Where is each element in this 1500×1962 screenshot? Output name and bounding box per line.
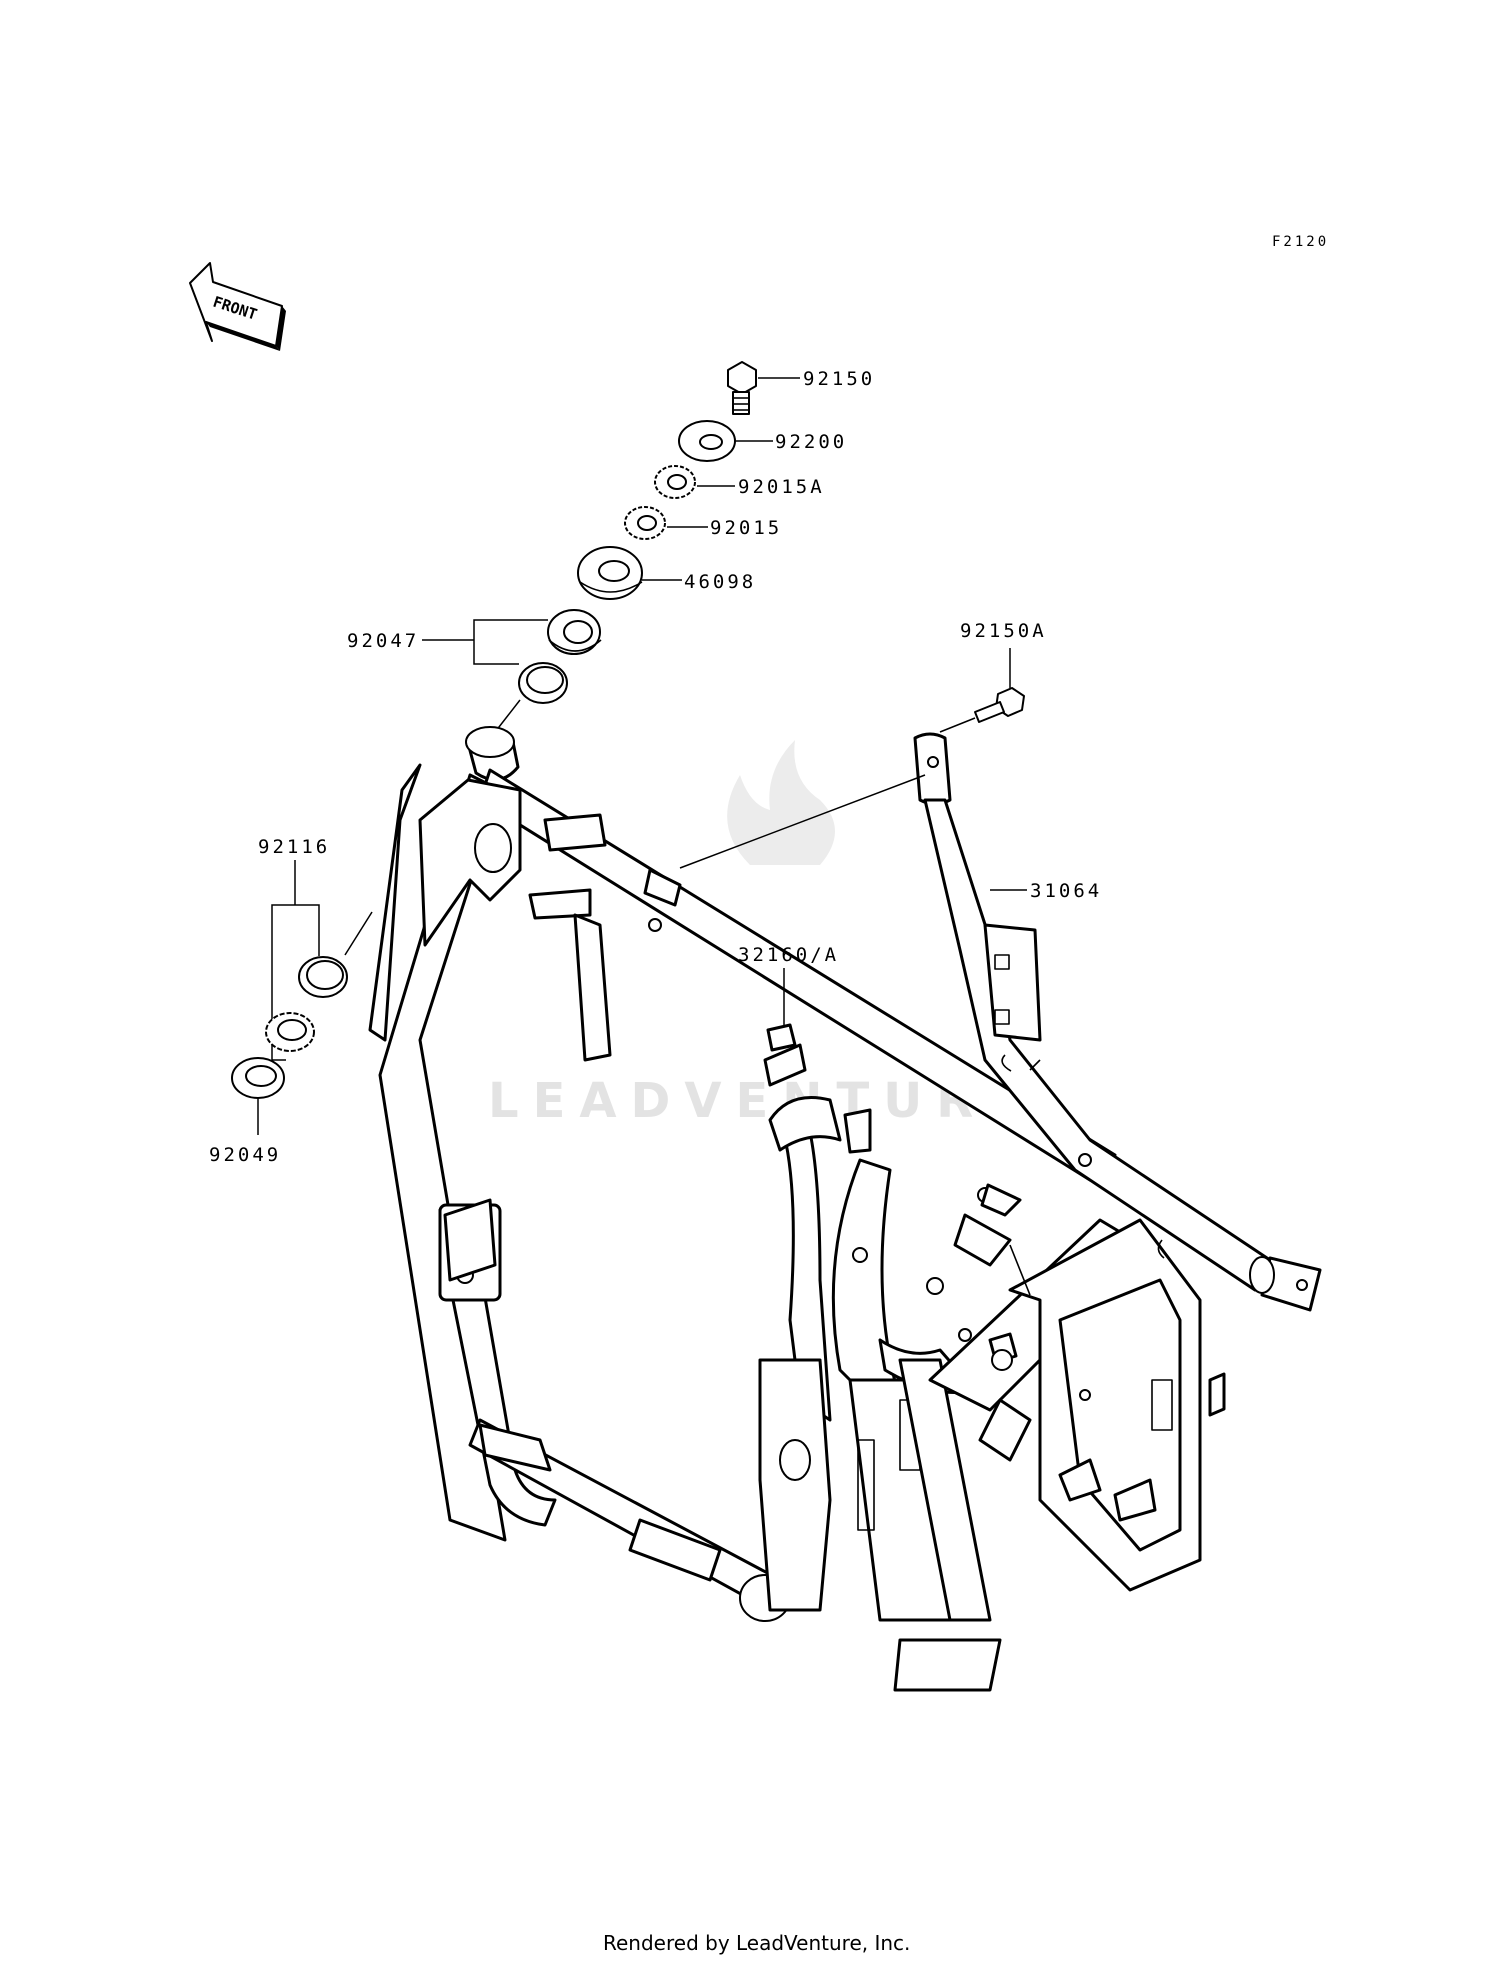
main-frame-31064 — [368, 726, 1226, 1692]
front-arrow-icon: FRONT — [189, 262, 286, 351]
callout-92200: 92200 — [775, 431, 847, 453]
callout-46098: 46098 — [684, 571, 756, 593]
washer-92200 — [678, 420, 736, 462]
callout-92015: 92015 — [710, 517, 782, 539]
rear-subframe-rail — [913, 732, 1322, 1312]
nut-92015A — [654, 465, 696, 499]
callout-92116: 92116 — [258, 836, 330, 858]
callout-92049: 92049 — [209, 1144, 281, 1166]
callout-92150: 92150 — [803, 368, 875, 390]
callout-92047: 92047 — [347, 630, 419, 652]
bearing-92047-lower — [518, 662, 568, 704]
seal-92116-upper — [298, 956, 348, 998]
callout-92015A: 92015A — [738, 476, 825, 498]
bolt-92150A — [974, 687, 1025, 723]
nut-92015 — [624, 506, 666, 540]
bolt-92150 — [727, 361, 757, 415]
bearing-92047-upper — [547, 609, 602, 655]
callout-92150A: 92150A — [960, 620, 1047, 642]
bearing-92116-lower — [265, 1012, 315, 1052]
cap-46098 — [577, 546, 643, 600]
callout-31064: 31064 — [1030, 880, 1102, 902]
footer-credit: Rendered by LeadVenture, Inc. — [603, 1931, 910, 1955]
seal-92049 — [231, 1057, 285, 1099]
callout-32160A: 32160/A — [738, 944, 839, 966]
diagram-code: F2120 — [1272, 234, 1329, 250]
